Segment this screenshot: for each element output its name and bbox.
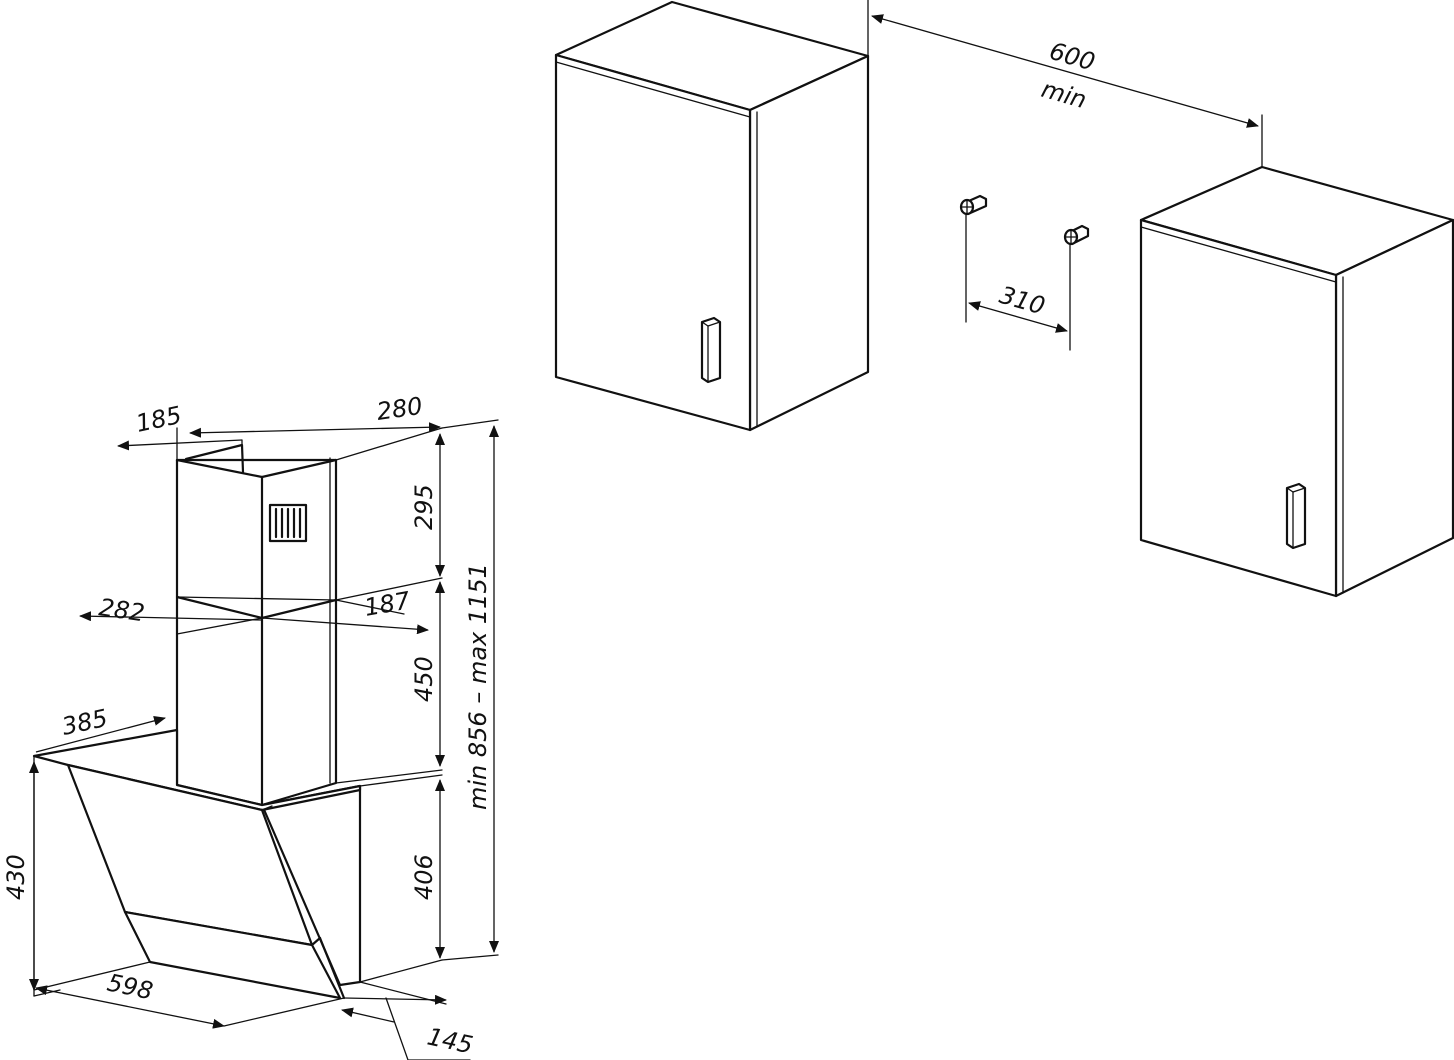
hood-body-height-dimension: 406	[359, 774, 445, 983]
cabinet-handle-right	[1285, 482, 1307, 550]
cabinet-gap-note: min	[1038, 75, 1089, 114]
cabinet-handle-left	[700, 316, 722, 384]
vent-grille-icon	[268, 503, 308, 543]
mounting-screw-left	[959, 194, 988, 216]
glass-offset-label: 145	[425, 1022, 476, 1059]
hood-height-dimension: 430	[2, 755, 61, 997]
hood-width-label: 598	[105, 968, 156, 1005]
cabinet-gap-label: 600	[1046, 37, 1098, 77]
lower-chimney-height-label: 450	[410, 656, 438, 702]
chimney-depth-dimension: 185	[117, 401, 243, 461]
screw-spacing-dimension: 310	[965, 213, 1071, 351]
hood-body-height-label: 406	[410, 854, 438, 900]
hood-depth-label: 385	[59, 704, 110, 741]
upper-chimney-height-dimension: 295	[335, 427, 445, 601]
upper-chimney-height-label: 295	[410, 484, 438, 530]
lower-chimney-depth-label: 187	[362, 586, 413, 622]
hood-width-dimension: 598	[33, 961, 345, 1029]
wall-cabinet-left	[554, 0, 870, 432]
lower-chimney-width-dimension: 282	[79, 593, 337, 627]
chimney-upper	[175, 443, 338, 622]
chimney-lower	[175, 595, 338, 807]
lower-chimney-height-dimension: 450	[335, 581, 445, 784]
total-height-label: min 856 – max 1151	[464, 563, 492, 810]
cabinet-gap-dimension: 600 min	[867, 0, 1263, 168]
hood-height-label: 430	[2, 854, 30, 900]
lower-chimney-width-label: 282	[97, 593, 146, 627]
total-height-dimension: min 856 – max 1151	[441, 419, 499, 961]
glass-panel	[66, 763, 346, 1000]
lower-chimney-depth-dimension: 187	[176, 586, 429, 635]
screw-spacing-label: 310	[996, 281, 1048, 321]
glass-offset-dimension: 145	[341, 981, 476, 1060]
hood-depth-dimension: 385	[35, 704, 166, 753]
wall-cabinet-right	[1139, 165, 1454, 598]
mounting-screw-right	[1063, 224, 1090, 246]
chimney-width-top-dimension: 280	[189, 392, 441, 438]
chimney-width-top-label: 280	[375, 392, 424, 426]
